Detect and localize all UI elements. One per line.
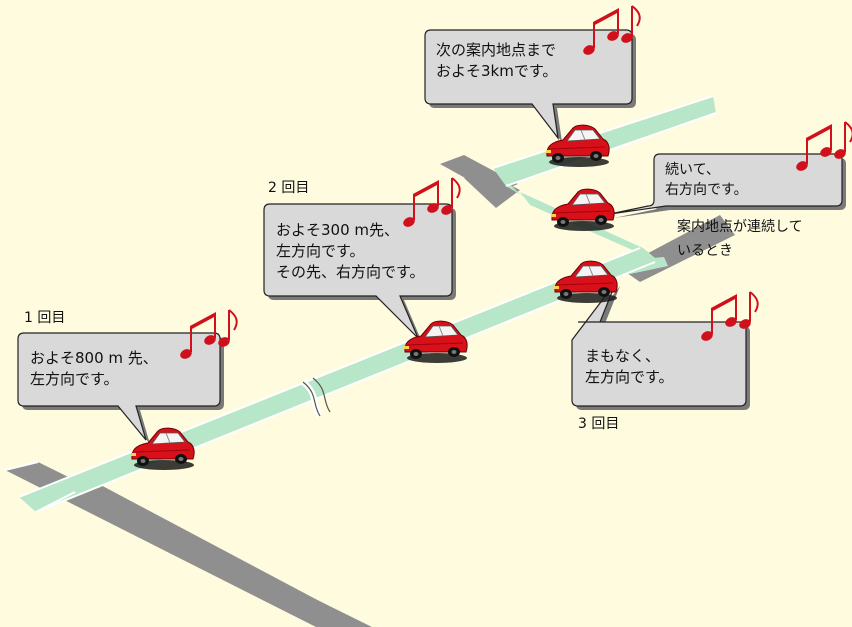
label-continuous-note: 案内地点が連続して いるとき (677, 219, 803, 259)
label-second: 2 回目 (268, 180, 310, 196)
bubble-second-text: およそ300 m先、 左方向です。 その先、右方向です。 (276, 221, 425, 281)
car-icon (550, 188, 615, 232)
bubble-first-text: およそ800 m 先、 左方向です。 (30, 349, 158, 388)
side-roads (5, 155, 735, 627)
label-third: 3 回目 (578, 416, 620, 432)
bubble-continuous-text: 続いて、 右方向です。 (665, 162, 748, 198)
speech-bubble-icon (17, 29, 846, 444)
label-first: 1 回目 (24, 310, 66, 326)
bubble-third-text: まもなく、 左方向です。 (585, 347, 674, 386)
bubble-next-point-text: 次の案内地点まで およそ3kmです。 (436, 41, 558, 80)
